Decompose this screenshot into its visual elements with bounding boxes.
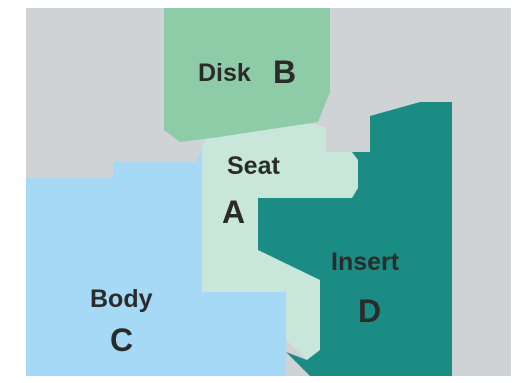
body-letter: C — [110, 322, 133, 358]
insert-label: Insert — [331, 248, 400, 276]
body-label: Body — [90, 285, 153, 313]
seat-label: Seat — [227, 152, 280, 180]
disk-label: Disk — [198, 59, 251, 87]
seat-part-shape — [202, 122, 358, 360]
insert-part-shape — [258, 102, 452, 376]
disk-letter: B — [273, 54, 296, 90]
insert-letter: D — [358, 293, 381, 329]
disk-part-shape — [164, 8, 330, 142]
seat-letter: A — [222, 194, 245, 230]
body-part-shape — [26, 148, 286, 376]
